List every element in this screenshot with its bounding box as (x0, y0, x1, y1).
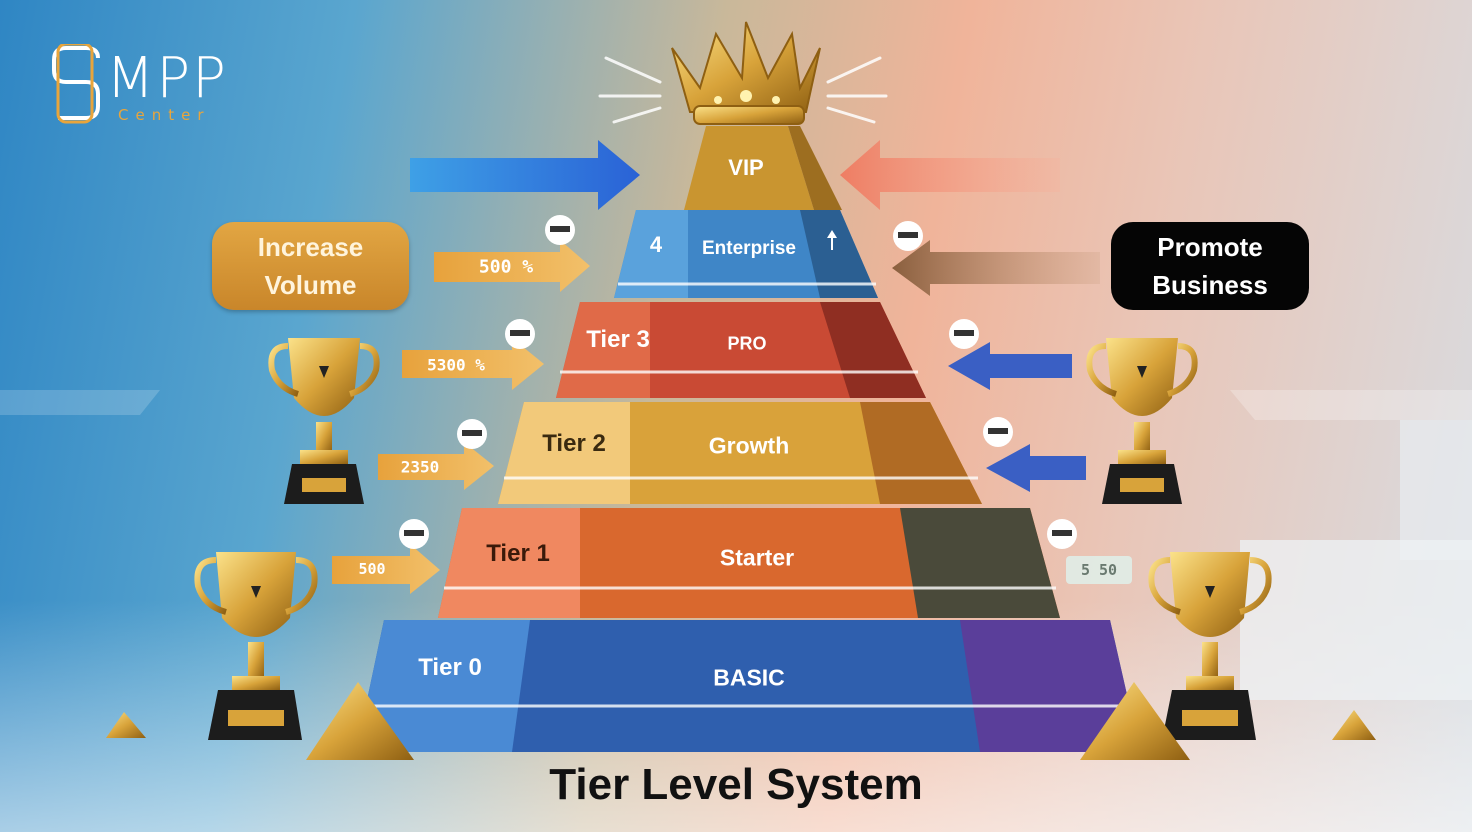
pyramid (356, 126, 1140, 752)
tier-vip-side (788, 126, 842, 210)
trophy-icon (1148, 552, 1272, 740)
crown-icon (671, 21, 821, 125)
arrow-label: 5300 % (427, 355, 485, 375)
backdrop-block (1240, 540, 1472, 700)
tier-pro-level: Tier 3 (586, 326, 650, 353)
backdrop-block (1230, 390, 1472, 420)
brand-sub: Center (118, 106, 211, 124)
tag-icon (545, 215, 575, 245)
tier-enterprise-level: 4 (649, 232, 663, 257)
pyramid-icon (1332, 710, 1376, 740)
arrow-icon (378, 442, 494, 490)
arrow-icon (948, 342, 1072, 390)
brand-logo: MPP Center (46, 44, 256, 128)
tag-icon (505, 319, 535, 349)
diagram-title: Tier Level System (549, 760, 923, 809)
tag-icon (949, 319, 979, 349)
tier-basic-side (960, 620, 1140, 752)
tag-icon (1047, 519, 1077, 549)
pyramid-icon (106, 712, 146, 738)
tier-starter-level: Tier 1 (486, 540, 550, 567)
arrow-icon (434, 240, 590, 292)
top-right-arrow-icon (840, 140, 1060, 210)
tag-icon (457, 419, 487, 449)
tag-icon (983, 417, 1013, 447)
trophy-icon (268, 338, 380, 504)
tier-growth-name: Growth (708, 432, 790, 459)
top-left-arrow-icon (410, 140, 640, 210)
arrow-icon (892, 240, 1100, 296)
arrow-label-box (1066, 556, 1132, 584)
trophy-icon (194, 552, 318, 740)
left-arrows (332, 240, 590, 594)
tier-growth-level: Tier 2 (542, 430, 606, 457)
tag-icon (399, 519, 429, 549)
tier-pro-side (820, 302, 926, 398)
pyramid-icon (1080, 682, 1190, 760)
tier-starter-left (438, 508, 580, 618)
tier-enterprise-side (800, 210, 878, 298)
tier-basic-left (356, 620, 530, 752)
tier-enterprise-left (614, 210, 688, 298)
arrow-icon (986, 444, 1086, 492)
arrow-label: 2350 (400, 457, 440, 477)
up-arrow-icon (827, 230, 837, 250)
tier-starter-side (900, 508, 1060, 618)
brand-name: MPP (106, 46, 228, 111)
tier-vip-name: VIP (728, 155, 764, 180)
arrow-label: 500 (358, 560, 386, 578)
tier-pro-name: PRO (727, 333, 767, 354)
tier-basic-name: BASIC (713, 664, 785, 691)
tier-basic-level: Tier 0 (418, 654, 482, 681)
arrow-icon (402, 338, 544, 390)
backdrop-block (0, 390, 160, 415)
tier-growth-side (860, 402, 982, 504)
tier-starter-name: Starter (719, 544, 795, 571)
pyramid-icon (306, 682, 414, 760)
tier-enterprise-name: Enterprise (702, 238, 796, 259)
callout-promote-business: Promote Business (1111, 222, 1309, 310)
arrow-label: 5 50 (1080, 561, 1118, 579)
tag-bubbles (399, 215, 1077, 549)
crown-rays (598, 56, 888, 124)
tier-vip-face (684, 126, 814, 210)
right-arrows (892, 240, 1132, 584)
arrow-label: 500 % (478, 256, 534, 278)
arrow-icon (332, 544, 440, 594)
trophy-icon (1086, 338, 1198, 504)
logo-mark-icon (52, 44, 100, 124)
callout-increase-volume: Increase Volume (212, 222, 409, 310)
tier-basic-face (356, 620, 1140, 752)
tag-icon (893, 221, 923, 251)
tier-pro-left (556, 302, 650, 398)
backdrop-block (1400, 420, 1472, 560)
